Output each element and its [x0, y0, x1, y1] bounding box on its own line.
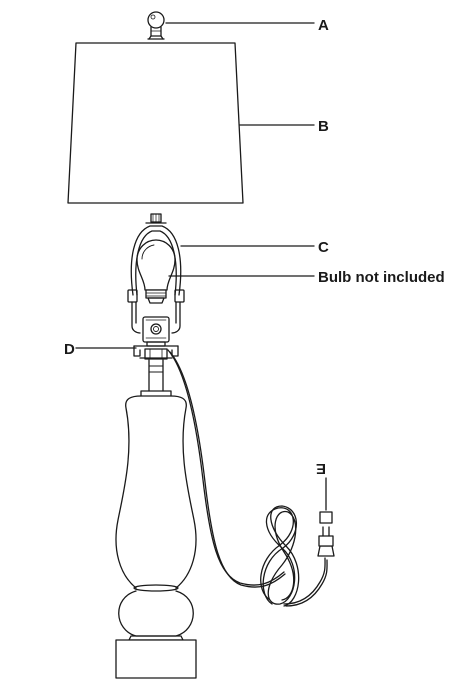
- plug: [317, 511, 335, 557]
- light-bulb: [136, 239, 176, 304]
- finial: [147, 11, 165, 40]
- lamp-base: [115, 359, 197, 679]
- callout-bulb-not-included: Bulb not included: [318, 269, 445, 286]
- harp: [127, 213, 185, 334]
- lampshade: [67, 42, 244, 204]
- callout-b: B: [318, 118, 329, 135]
- socket: [142, 316, 170, 347]
- callout-d: D: [64, 341, 75, 358]
- callout-c: C: [318, 239, 329, 256]
- callout-e: E: [316, 460, 327, 477]
- power-cord: [167, 349, 328, 607]
- callout-a: A: [318, 17, 329, 34]
- harp-saddle: [133, 345, 179, 360]
